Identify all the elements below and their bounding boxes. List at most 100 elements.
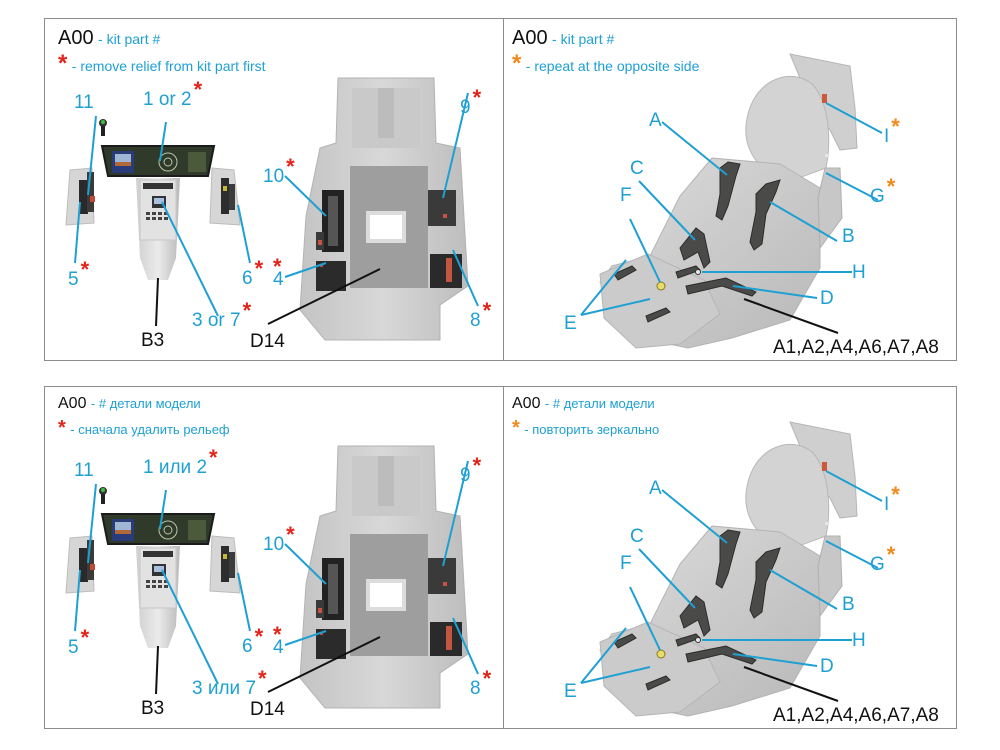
legend-right: A00 - # детали модели [512, 396, 655, 412]
blue-leader-lines [74, 460, 883, 685]
harness-d [685, 277, 757, 297]
label-part-9: 9* [460, 453, 482, 486]
harness-e-upper [613, 265, 637, 281]
decal-11-strip [87, 540, 94, 580]
orange-asterisk-icon: * [886, 542, 896, 567]
leader-10 [284, 175, 327, 217]
leader-3or7 [161, 201, 219, 317]
label-part-d14: D14 [250, 331, 285, 352]
legend-part-code: A00 [512, 395, 541, 412]
label-part-1-or-2: 1 or 2* [143, 77, 203, 110]
label-seat-i: I* [884, 114, 900, 147]
legend-part-code: A00 [58, 27, 94, 49]
decal-9 [428, 190, 456, 226]
black-leader-lines [155, 636, 839, 702]
leader-9 [442, 460, 469, 567]
label-seat-parts: A1,A2,A4,A6,A7,A8 [773, 705, 939, 726]
seat-pan [599, 621, 721, 717]
red-asterisk-icon: * [242, 298, 252, 323]
leader-f [629, 586, 661, 651]
leader-seat-parts [743, 298, 839, 334]
harness-b [749, 179, 781, 251]
legend-left: A00 - # детали модели [58, 396, 201, 412]
legend-star-desc: - сначала удалить рельеф [70, 422, 230, 437]
leader-e-upper [580, 259, 627, 316]
legend-part-code-desc: - kit part # [98, 31, 161, 47]
legend-star-desc: - repeat at the opposite side [525, 58, 700, 74]
decal-g [825, 522, 828, 525]
leader-9 [442, 92, 469, 199]
leader-i [825, 102, 883, 134]
harness-c [679, 227, 711, 269]
harness-c [679, 595, 711, 637]
leader-c [638, 548, 696, 609]
legend-right-star-row: * - повторить зеркально [512, 418, 659, 438]
decal-5 [79, 548, 88, 582]
leader-e-lower [580, 666, 651, 684]
seat-pan [599, 253, 721, 349]
leader-c [638, 180, 696, 241]
decal-5 [79, 180, 88, 214]
seat-side-rail [817, 535, 843, 618]
label-part-9: 9* [460, 85, 482, 118]
label-part-4: *4 [273, 622, 284, 658]
decal-6 [221, 178, 229, 214]
label-part-4: *4 [273, 254, 284, 290]
legend-right-star-row: * - repeat at the opposite side [512, 52, 699, 76]
decal-i [822, 462, 827, 471]
decal-11-strip [87, 172, 94, 212]
leader-a [661, 489, 728, 544]
label-seat-a: A [649, 478, 662, 499]
leader-b [769, 569, 838, 610]
red-asterisk-icon: * [58, 50, 68, 77]
orange-asterisk-icon: * [512, 50, 522, 77]
label-seat-a: A [649, 110, 662, 131]
illustrations [65, 53, 883, 349]
label-seat-f: F [620, 553, 632, 574]
red-asterisk-icon: * [209, 445, 218, 470]
harness-a [715, 529, 741, 589]
red-asterisk-icon: * [193, 77, 203, 102]
illustrations [65, 421, 883, 717]
leader-b3 [155, 277, 159, 327]
label-seat-parts: A1,A2,A4,A6,A7,A8 [773, 337, 939, 358]
blue-leader-lines [74, 92, 883, 317]
buckle-f [656, 649, 666, 659]
label-part-b3: B3 [141, 330, 165, 351]
legend-part-code-desc: - # детали модели [90, 396, 201, 411]
leader-d14 [267, 268, 381, 325]
legend-left: A00 - kit part # [58, 28, 160, 48]
leader-g [825, 172, 879, 201]
orange-asterisk-icon: * [891, 114, 900, 139]
leader-seat-parts [743, 666, 839, 702]
leader-8 [452, 617, 479, 675]
legend-part-code-desc: - kit part # [552, 31, 615, 47]
leader-11 [87, 483, 97, 564]
label-seat-g: G* [870, 542, 896, 575]
orange-asterisk-icon: * [891, 482, 900, 507]
harness-a [715, 161, 741, 221]
leader-d [732, 285, 818, 299]
leader-6 [237, 204, 251, 264]
leader-4 [284, 262, 327, 278]
label-seat-h: H [852, 630, 866, 651]
leader-1or2 [159, 121, 167, 162]
label-part-b3: B3 [141, 698, 165, 719]
red-asterisk-icon: * [273, 254, 282, 279]
label-seat-e: E [564, 681, 577, 702]
label-part-8: 8* [470, 666, 492, 699]
leader-d14 [267, 636, 381, 693]
legend-part-code: A00 [58, 395, 87, 412]
red-asterisk-icon: * [258, 666, 267, 691]
label-seat-b: B [842, 226, 855, 247]
label-seat-i: I* [884, 482, 900, 515]
label-seat-f: F [620, 185, 632, 206]
red-asterisk-icon: * [254, 256, 264, 281]
legend-star-desc: - remove relief from kit part first [71, 58, 266, 74]
red-asterisk-icon: * [80, 257, 90, 282]
leader-10 [284, 543, 327, 585]
harness-e-lower [645, 307, 671, 323]
legend-part-code-desc: - # детали модели [544, 396, 655, 411]
instrument-panel-illustration [65, 119, 241, 280]
harness-b [749, 547, 781, 619]
